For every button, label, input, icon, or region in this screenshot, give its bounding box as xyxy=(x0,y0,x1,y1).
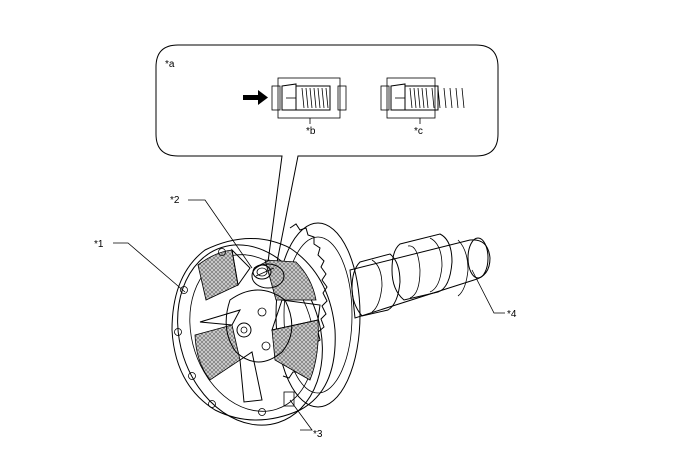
callout-label-c: *c xyxy=(414,126,423,137)
callout-label-a: *a xyxy=(165,59,175,70)
callout-label-b: *b xyxy=(306,126,316,137)
detail-callout: *a *b xyxy=(155,44,499,263)
vvt-housing xyxy=(171,238,336,426)
valve-b-illustration xyxy=(271,77,347,124)
part-label-4: *4 xyxy=(507,309,517,320)
lock-pin xyxy=(251,259,285,289)
camshaft xyxy=(349,233,491,319)
callout-frame xyxy=(155,44,499,263)
part-label-1: *1 xyxy=(94,239,104,250)
direction-arrow-icon xyxy=(243,90,268,105)
leader-lines xyxy=(113,199,505,431)
part-label-2: *2 xyxy=(170,195,180,206)
valve-c-illustration xyxy=(380,77,465,124)
part-label-3: *3 xyxy=(313,429,323,440)
